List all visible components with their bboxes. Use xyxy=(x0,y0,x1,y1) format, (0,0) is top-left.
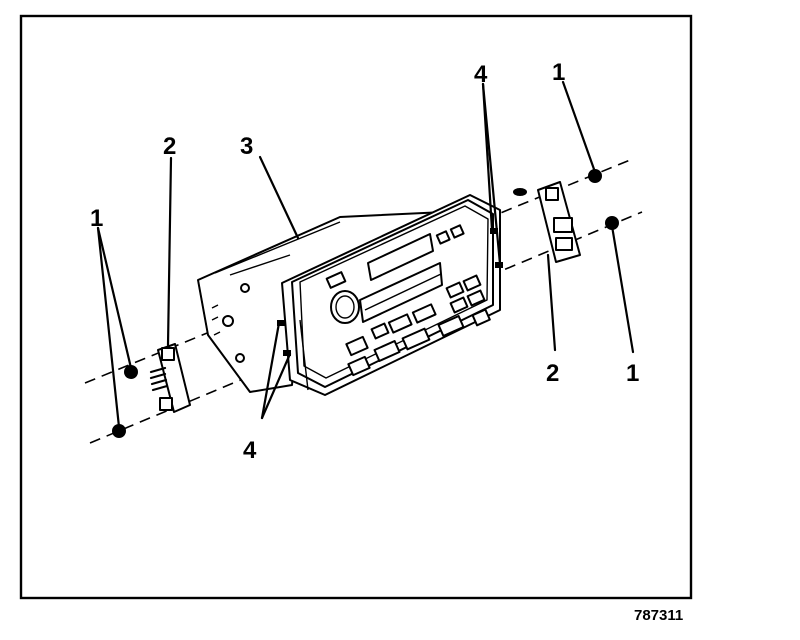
bracket-right-tab xyxy=(555,237,573,251)
callout-4-top: 4 xyxy=(474,61,488,88)
face-buttons xyxy=(325,224,491,377)
leader-1-right-top xyxy=(561,80,597,174)
chassis-rib xyxy=(229,254,291,276)
leader-4-bottom-b xyxy=(260,352,292,420)
bracket-left xyxy=(149,343,191,413)
callout-2-right: 2 xyxy=(546,360,559,387)
button xyxy=(325,271,347,289)
face-inner xyxy=(299,205,489,379)
nut xyxy=(124,365,138,379)
callout-1-right-top: 1 xyxy=(552,59,565,86)
callout-4-bottom: 4 xyxy=(243,437,257,464)
callout-labels: 1 2 3 4 1 4 2 1 xyxy=(90,59,639,464)
callout-1-left: 1 xyxy=(90,205,103,232)
button xyxy=(437,315,465,337)
leader-3 xyxy=(258,155,300,240)
bracket-right-tab xyxy=(553,217,573,233)
bracket-left-teeth xyxy=(149,366,169,392)
bracket-left-tab xyxy=(159,397,173,411)
leader-4-bottom-a xyxy=(260,321,281,420)
bracket-right-tab xyxy=(545,187,559,201)
leader-2-right xyxy=(546,253,557,352)
leader-lines xyxy=(96,80,635,429)
leader-4-top-b xyxy=(481,82,502,266)
bracket-left-tab xyxy=(161,347,175,361)
leader-1-left-a xyxy=(96,226,133,370)
nut xyxy=(605,216,619,230)
leader-1-right-bottom xyxy=(610,224,635,354)
chassis-detail xyxy=(211,304,221,336)
face-screw xyxy=(283,350,291,356)
chassis-hole xyxy=(240,283,250,293)
button xyxy=(373,340,401,362)
leader-1-left-b xyxy=(96,226,121,429)
radio-chassis xyxy=(197,204,471,393)
button xyxy=(347,355,371,377)
callout-2-left: 2 xyxy=(163,133,176,160)
button xyxy=(345,335,369,357)
button xyxy=(387,313,413,334)
radio-face xyxy=(277,194,503,396)
button xyxy=(411,303,437,324)
volume-knob-inner xyxy=(335,295,355,319)
face-screw xyxy=(490,228,498,234)
callout-3: 3 xyxy=(240,133,253,160)
chassis-hole xyxy=(235,353,245,363)
bracket-right xyxy=(513,181,581,263)
button xyxy=(449,296,469,314)
nut xyxy=(588,169,602,183)
face-side-edge xyxy=(299,319,309,391)
button xyxy=(466,289,486,307)
display-line xyxy=(364,273,442,311)
chassis-top-edge xyxy=(214,221,341,274)
leader-2-left xyxy=(166,156,173,347)
button xyxy=(462,274,482,292)
bracket-right-stud xyxy=(513,188,527,196)
figure-frame xyxy=(19,14,693,600)
chassis-hole xyxy=(222,315,234,327)
button xyxy=(449,224,465,239)
face-screw xyxy=(277,320,285,326)
figure-id: 787311 xyxy=(634,607,683,624)
button xyxy=(370,322,390,340)
button xyxy=(401,327,431,351)
nut xyxy=(112,424,126,438)
button xyxy=(471,308,491,327)
nuts xyxy=(112,169,619,438)
callout-1-right-bottom: 1 xyxy=(626,360,639,387)
chassis-edge xyxy=(197,279,251,393)
face-screw xyxy=(495,262,503,268)
button xyxy=(445,281,465,299)
button xyxy=(435,230,451,245)
display-upper xyxy=(367,233,434,281)
